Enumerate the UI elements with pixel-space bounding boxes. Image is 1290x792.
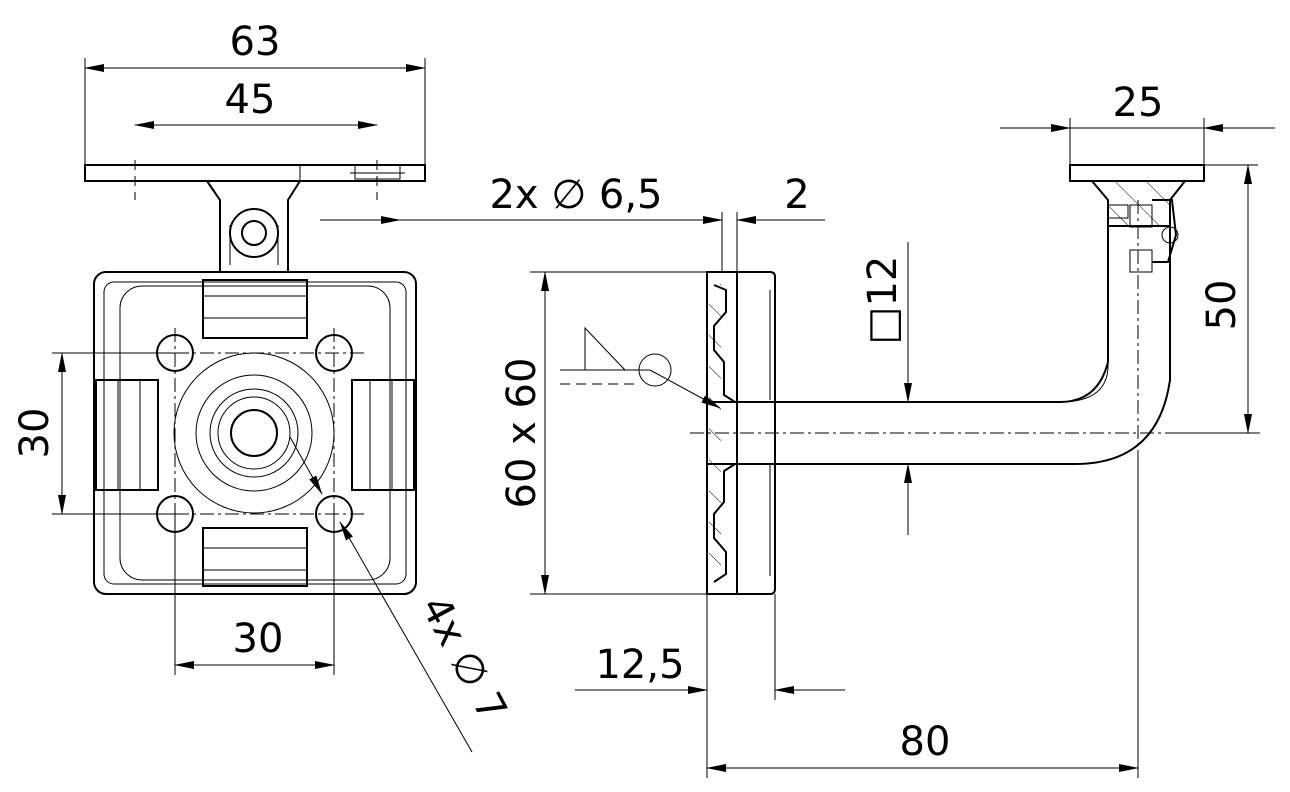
fillet-weld-all-around-icon bbox=[560, 326, 721, 409]
bracket-arm bbox=[690, 200, 1260, 465]
dim-plate-thickness: 2 bbox=[784, 172, 809, 218]
dim-height: 50 bbox=[1199, 280, 1245, 331]
dim-projection: 80 bbox=[900, 719, 951, 765]
front-rosette bbox=[93, 271, 417, 595]
dim-hole-spacing-top: 45 bbox=[225, 77, 276, 123]
dim-mount-holes: 4x ∅ 7 bbox=[412, 589, 516, 730]
side-top-plate bbox=[1069, 164, 1205, 273]
dim-horizontal-spacing: 30 bbox=[233, 616, 284, 662]
front-hinge bbox=[206, 180, 301, 273]
dimensions: 63 45 2x ∅ 6,5 2 □12 60 x 60 30 30 bbox=[12, 19, 1275, 778]
side-rosette bbox=[706, 271, 776, 595]
dim-rosette-size: 60 x 60 bbox=[499, 358, 545, 509]
dim-screw-holes: 2x ∅ 6,5 bbox=[489, 172, 662, 218]
dim-rosette-depth: 12,5 bbox=[595, 642, 684, 688]
dim-plate-width: 63 bbox=[230, 19, 281, 65]
front-view bbox=[84, 160, 426, 595]
dim-top-plate-width: 25 bbox=[1113, 80, 1164, 126]
side-view bbox=[560, 164, 1260, 595]
dim-bar-section: □12 bbox=[860, 256, 906, 345]
dim-vertical-spacing: 30 bbox=[12, 408, 58, 459]
front-top-plate bbox=[84, 160, 426, 200]
